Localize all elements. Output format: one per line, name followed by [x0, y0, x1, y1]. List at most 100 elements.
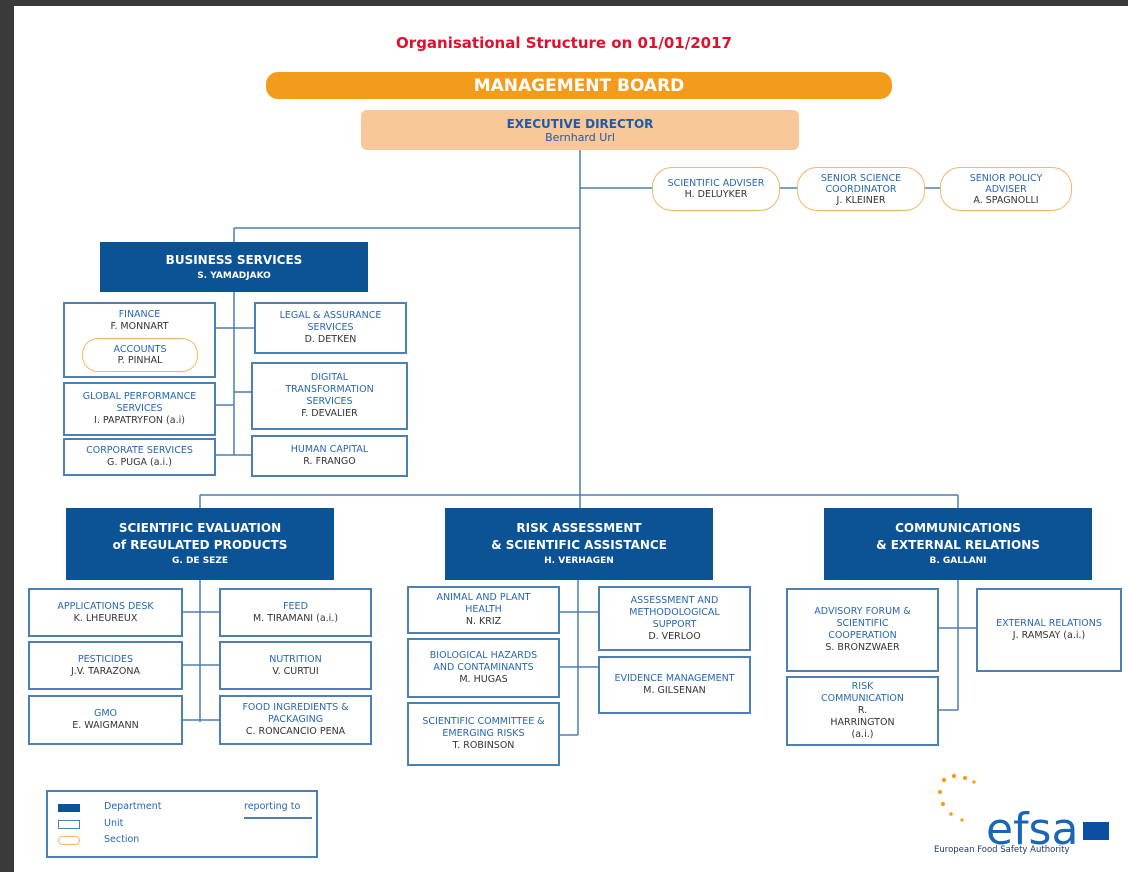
unit-head: I. PAPATRYFON (a.i) [94, 415, 185, 426]
unit-title: GMO [93, 708, 118, 719]
adviser-senior-policy: SENIOR POLICY ADVISER A. SPAGNOLLI [940, 167, 1072, 211]
unit-feed: FEED M. TIRAMANI (a.i.) [219, 588, 372, 637]
unit-head: N. KRIZ [465, 616, 502, 627]
adviser-senior-science: SENIOR SCIENCE COORDINATOR J. KLEINER [797, 167, 925, 211]
unit-evidence-management: EVIDENCE MANAGEMENT M. GILSENAN [598, 656, 751, 714]
unit-head: K. LHEUREUX [73, 612, 138, 624]
dept-head: H. VERHAGEN [544, 556, 614, 566]
legend-section-swatch [58, 836, 80, 845]
unit-human-capital: HUMAN CAPITAL R. FRANGO [251, 435, 408, 477]
unit-head: R. HARRINGTON (a.i.) [830, 705, 895, 740]
unit-head: M. TIRAMANI (a.i.) [252, 612, 339, 624]
unit-title: ANIMAL AND PLANT HEALTH [436, 592, 531, 615]
unit-title: FOOD INGREDIENTS & PACKAGING [242, 702, 349, 725]
unit-title: HUMAN CAPITAL [290, 444, 369, 455]
dept-communications: COMMUNICATIONS & EXTERNAL RELATIONS B. G… [824, 508, 1092, 580]
dept-title: RISK ASSESSMENT [516, 521, 642, 535]
unit-external-relations: EXTERNAL RELATIONS J. RAMSAY (a.i.) [976, 588, 1122, 672]
efsa-logo-text: efsa [986, 804, 1079, 855]
unit-scientific-committee: SCIENTIFIC COMMITTEE & EMERGING RISKS T.… [407, 702, 560, 766]
dept-risk-assessment: RISK ASSESSMENT & SCIENTIFIC ASSISTANCE … [445, 508, 713, 580]
section-accounts: ACCOUNTS P. PINHAL [82, 338, 198, 372]
unit-head: J.V. TARAZONA [70, 665, 140, 677]
legend-section-label: Section [104, 834, 140, 845]
unit-biological-hazards: BIOLOGICAL HAZARDS AND CONTAMINANTS M. H… [407, 638, 560, 698]
dept-title: SCIENTIFIC EVALUATION [118, 521, 282, 535]
legend-unit-swatch [58, 820, 80, 829]
unit-risk-communication: RISK COMMUNICATION R. HARRINGTON (a.i.) [786, 676, 939, 746]
unit-corporate-services: CORPORATE SERVICES G. PUGA (a.i.) [63, 438, 216, 476]
section-head: P. PINHAL [117, 355, 163, 366]
unit-advisory-forum: ADVISORY FORUM & SCIENTIFIC COOPERATION … [786, 588, 939, 672]
dept-head: B. GALLANI [929, 556, 987, 566]
unit-title: CORPORATE SERVICES [86, 445, 193, 456]
unit-head: V. CURTUI [272, 665, 319, 677]
unit-title: APPLICATIONS DESK [57, 600, 154, 612]
unit-nutrition: NUTRITION V. CURTUI [219, 641, 372, 690]
executive-director-title: EXECUTIVE DIRECTOR [506, 116, 654, 131]
legend: Department Unit Section reporting to [46, 790, 318, 858]
dept-title: & EXTERNAL RELATIONS [876, 538, 1040, 552]
legend-department-label: Department [104, 801, 162, 812]
adviser-name: H. DELUYKER [684, 189, 748, 200]
unit-title: SCIENTIFIC COMMITTEE & EMERGING RISKS [422, 716, 545, 739]
unit-food-ingredients: FOOD INGREDIENTS & PACKAGING C. RONCANCI… [219, 695, 372, 745]
unit-head: R. FRANGO [303, 456, 356, 467]
dept-business-services: BUSINESS SERVICES S. YAMADJAKO [100, 242, 368, 292]
legend-department-swatch [58, 804, 80, 812]
unit-title: DIGITAL TRANSFORMATION SERVICES [285, 372, 374, 407]
unit-head: C. RONCANCIO PENA [245, 726, 346, 737]
efsa-stars-icon [938, 773, 976, 822]
legend-reporting-line [244, 817, 312, 819]
adviser-name: J. KLEINER [836, 194, 886, 206]
unit-title: FEED [283, 600, 308, 612]
unit-global-performance: GLOBAL PERFORMANCE SERVICES I. PAPATRYFO… [63, 382, 216, 436]
unit-head: D. VERLOO [648, 630, 701, 642]
unit-gmo: GMO E. WAIGMANN [28, 695, 183, 745]
unit-head: E. WAIGMANN [72, 720, 139, 731]
unit-head: J. RAMSAY (a.i.) [1012, 630, 1086, 641]
unit-title: EXTERNAL RELATIONS [996, 618, 1102, 629]
unit-title: PESTICIDES [77, 653, 134, 665]
unit-title: EVIDENCE MANAGEMENT [614, 673, 735, 684]
page-title: Organisational Structure on 01/01/2017 [396, 34, 732, 52]
unit-pesticides: PESTICIDES J.V. TARAZONA [28, 641, 183, 690]
adviser-title: SCIENTIFIC ADVISER [667, 178, 765, 189]
eu-flag-icon [1083, 822, 1109, 840]
unit-title: BIOLOGICAL HAZARDS AND CONTAMINANTS [429, 650, 538, 673]
unit-head: M. HUGAS [459, 674, 508, 685]
unit-title: ASSESSMENT AND METHODOLOGICAL SUPPORT [629, 594, 720, 630]
dept-title: & SCIENTIFIC ASSISTANCE [491, 538, 667, 552]
unit-head: T. ROBINSON [452, 740, 515, 751]
unit-head: S. BRONZWAER [825, 642, 900, 653]
unit-title: ADVISORY FORUM & SCIENTIFIC COOPERATION [814, 606, 911, 641]
unit-head: M. GILSENAN [643, 685, 706, 696]
adviser-scientific: SCIENTIFIC ADVISER H. DELUYKER [652, 167, 780, 211]
dept-title: BUSINESS SERVICES [165, 252, 303, 267]
dept-title: of REGULATED PRODUCTS [112, 538, 288, 552]
unit-legal-assurance: LEGAL & ASSURANCE SERVICES D. DETKEN [254, 302, 407, 354]
unit-head: D. DETKEN [304, 334, 357, 345]
unit-head: G. PUGA (a.i.) [107, 457, 172, 468]
section-title: ACCOUNTS [113, 344, 167, 355]
management-board: MANAGEMENT BOARD [266, 72, 892, 99]
dept-head: S. YAMADJAKO [197, 270, 271, 281]
unit-title: NUTRITION [269, 653, 322, 665]
dept-head: G. DE SEZE [172, 556, 228, 566]
adviser-title: SENIOR SCIENCE COORDINATOR [820, 172, 902, 195]
unit-animal-plant-health: ANIMAL AND PLANT HEALTH N. KRIZ [407, 586, 560, 634]
unit-assessment-methodological: ASSESSMENT AND METHODOLOGICAL SUPPORT D.… [598, 586, 751, 651]
executive-director-name: Bernhard Url [545, 130, 615, 144]
adviser-title: SENIOR POLICY ADVISER [969, 172, 1043, 195]
executive-director-box: EXECUTIVE DIRECTOR Bernhard Url [361, 110, 799, 150]
legend-unit-label: Unit [104, 818, 124, 829]
unit-digital-transformation: DIGITAL TRANSFORMATION SERVICES F. DEVAL… [251, 362, 408, 430]
adviser-name: A. SPAGNOLLI [973, 194, 1039, 206]
unit-title: LEGAL & ASSURANCE SERVICES [279, 310, 382, 333]
unit-title: RISK COMMUNICATION [821, 681, 904, 704]
unit-head: F. DEVALIER [301, 408, 358, 419]
dept-scientific-evaluation: SCIENTIFIC EVALUATION of REGULATED PRODU… [66, 508, 334, 580]
efsa-logo-subtitle: European Food Safety Authority [934, 845, 1070, 855]
unit-title: GLOBAL PERFORMANCE SERVICES [82, 391, 197, 414]
